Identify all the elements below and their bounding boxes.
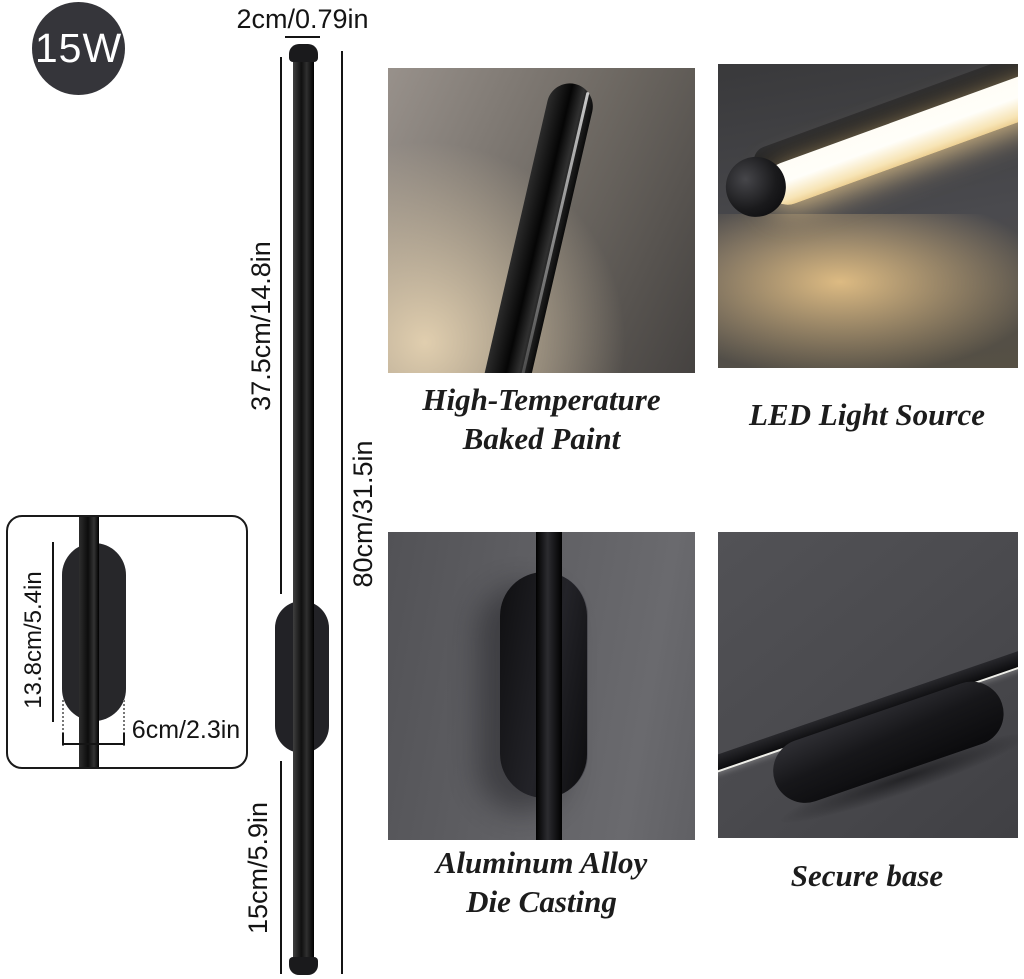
caption-line: LED Light Source (749, 397, 985, 432)
inset-dimension-line-height (52, 542, 54, 722)
lamp-rod-top-cap (289, 44, 318, 62)
lamp-rod-bottom-cap (289, 957, 318, 975)
inset-width-tick-right (123, 733, 125, 744)
dimension-label-mount-width: 6cm/2.3in (131, 716, 241, 744)
photo-secure-base (718, 532, 1018, 838)
secure-base-assembly (718, 596, 1018, 838)
dimension-line-overall-length (341, 51, 343, 974)
caption-line: Baked Paint (462, 421, 621, 456)
rod-highlight (505, 91, 590, 373)
photo-mount-rod (536, 532, 562, 840)
dimension-label-overall-length: 80cm/31.5in (348, 440, 378, 588)
mount-detail-inset: 13.8cm/5.4in 6cm/2.3in (6, 515, 248, 769)
caption-secure-base: Secure base (712, 856, 1022, 895)
caption-led-light-source: LED Light Source (712, 395, 1022, 434)
inset-extension-line-right (123, 700, 125, 746)
inset-rod (79, 517, 99, 767)
inset-extension-line-left (62, 700, 64, 746)
photo-led-light-source (718, 64, 1018, 368)
inset-width-tick-left (62, 733, 64, 744)
inset-dimension-line-width (62, 743, 125, 745)
caption-line: Secure base (790, 858, 944, 893)
photo-baked-paint (388, 68, 695, 373)
photo-die-casting (388, 532, 695, 840)
warm-glow (718, 214, 1018, 368)
dimension-label-upper-section: 37.5cm/14.8in (246, 241, 276, 411)
caption-line: Aluminum Alloy (435, 845, 648, 880)
caption-line: Die Casting (466, 884, 617, 919)
photo-baked-paint-rod (467, 78, 598, 373)
dimension-label-lower-section: 15cm/5.9in (243, 801, 273, 935)
power-badge: 15W (32, 2, 125, 95)
dimension-label-mount-height: 13.8cm/5.4in (20, 571, 47, 709)
caption-die-casting: Aluminum Alloy Die Casting (388, 843, 695, 921)
dimension-line-upper-section (280, 57, 282, 594)
power-badge-label: 15W (34, 25, 123, 71)
caption-line: High-Temperature (422, 382, 661, 417)
lamp-rod (293, 46, 314, 975)
dimension-line-lower-section (280, 761, 282, 974)
caption-baked-paint: High-Temperature Baked Paint (388, 380, 695, 458)
dimension-label-diameter: 2cm/0.79in (236, 4, 369, 34)
led-tube-assembly (718, 64, 1018, 232)
dimension-line-diameter (285, 36, 320, 38)
